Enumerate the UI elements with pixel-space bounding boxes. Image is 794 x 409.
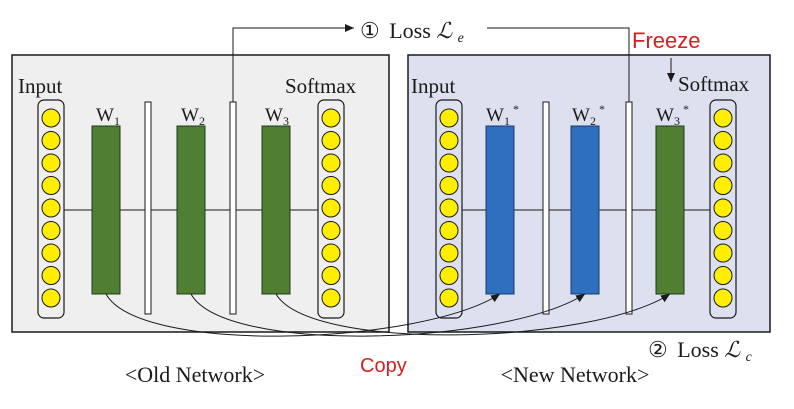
old-w2-label: W2	[181, 105, 205, 128]
old-input-neuron	[41, 243, 61, 263]
old-input-layer	[37, 99, 65, 319]
new-w3-block	[655, 125, 685, 295]
new-input-neuron	[439, 176, 459, 195]
old-softmax-neuron	[321, 221, 341, 240]
new-softmax-neuron	[713, 176, 733, 195]
old-softmax-neuron	[321, 243, 341, 263]
new-softmax-neuron	[713, 221, 733, 240]
new-softmax-neuron	[713, 266, 733, 285]
new-input-neuron	[439, 198, 459, 218]
new-input-neuron	[439, 288, 459, 308]
old-network-caption: <Old Network>	[125, 362, 265, 387]
old-softmax-neuron	[321, 266, 341, 285]
loss-e-label: ① Loss ℒ e	[360, 18, 464, 46]
old-softmax-neuron	[321, 288, 341, 308]
old-softmax-label: Softmax	[285, 74, 357, 98]
new-softmax-neuron	[713, 198, 733, 218]
freeze-label: Freeze	[632, 28, 700, 53]
new-hidden-bar-2	[625, 101, 633, 315]
old-hidden-bar-1	[144, 101, 152, 315]
old-input-neuron	[41, 221, 61, 240]
new-w2-label: W2*	[572, 102, 605, 128]
new-w1-block	[485, 125, 515, 295]
new-input-label: Input	[411, 74, 455, 98]
new-softmax-neuron	[713, 243, 733, 263]
new-softmax-neuron	[713, 131, 733, 150]
old-softmax-neuron	[321, 131, 341, 150]
copy-label: Copy	[360, 355, 407, 377]
new-input-neuron	[439, 131, 459, 150]
loss-e-connector-new	[487, 27, 630, 102]
new-w3-label: W3*	[656, 102, 689, 128]
new-softmax-neuron	[713, 153, 733, 173]
new-softmax-label: Softmax	[678, 72, 750, 96]
old-softmax-neuron	[321, 198, 341, 218]
old-input-neuron	[41, 108, 61, 128]
copy-arrow-w2	[190, 293, 586, 337]
old-input-neuron	[41, 198, 61, 218]
copy-arrow-w1	[105, 293, 501, 337]
old-w3-label: W3	[265, 105, 289, 128]
old-w2-block	[176, 125, 206, 295]
new-w1-label: W1*	[486, 102, 519, 128]
old-input-neuron	[41, 176, 61, 195]
copy-arrow-w3	[275, 293, 671, 336]
old-w1-label: W1	[96, 105, 120, 128]
new-softmax-neuron	[713, 288, 733, 308]
old-softmax-neuron	[321, 176, 341, 195]
old-w3-block	[261, 125, 291, 295]
old-input-neuron	[41, 266, 61, 285]
new-input-neuron	[439, 108, 459, 128]
old-input-neuron	[41, 153, 61, 173]
new-input-neuron	[439, 243, 459, 263]
old-input-label: Input	[18, 74, 62, 98]
old-w1-block	[91, 125, 121, 295]
new-input-neuron	[439, 153, 459, 173]
old-input-neuron	[41, 288, 61, 308]
new-softmax-neuron	[713, 108, 733, 128]
old-softmax-neuron	[321, 153, 341, 173]
old-hidden-bar-2	[229, 101, 237, 315]
new-w2-block	[570, 125, 600, 295]
loss-e-connector-old	[232, 24, 354, 102]
new-softmax-layer	[709, 99, 737, 319]
new-input-neuron	[439, 266, 459, 285]
new-input-neuron	[439, 221, 459, 240]
old-softmax-layer	[317, 99, 345, 319]
new-hidden-bar-1	[542, 101, 550, 315]
new-network-caption: <New Network>	[501, 362, 650, 387]
new-input-layer	[435, 99, 463, 319]
old-input-neuron	[41, 131, 61, 150]
old-softmax-neuron	[321, 108, 341, 128]
loss-c-label: ② Loss ℒ c	[648, 337, 753, 365]
